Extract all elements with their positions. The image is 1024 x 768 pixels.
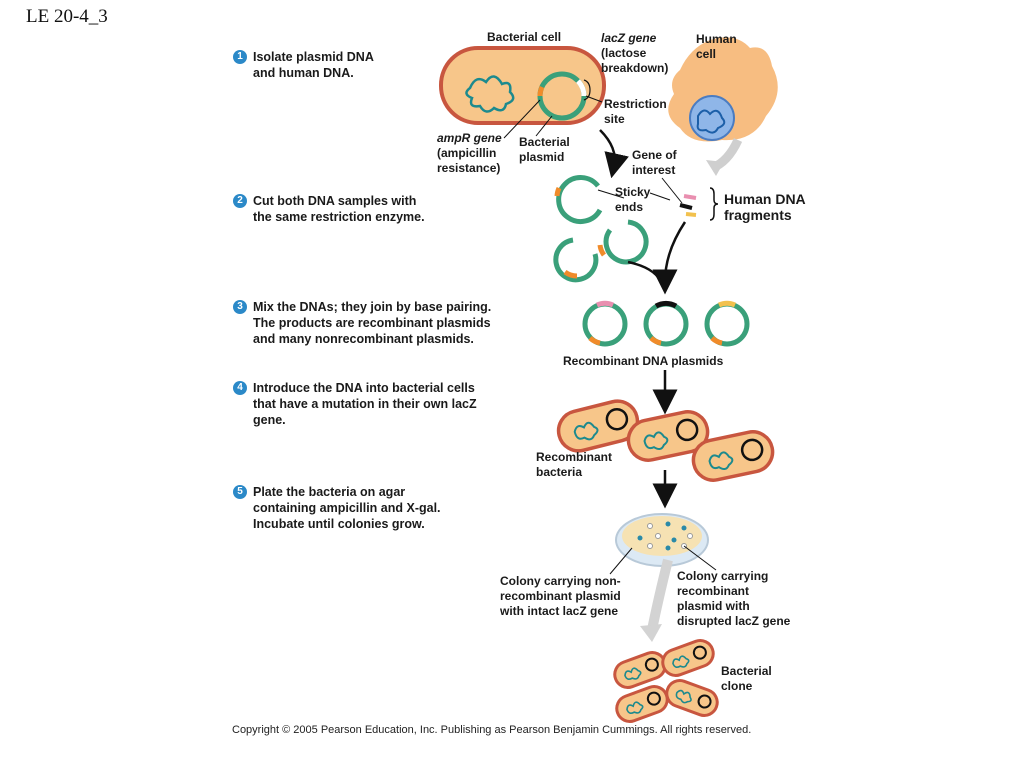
step-5: 5 Plate the bacteria on agar containing … <box>233 484 441 532</box>
label-line: plasmid <box>519 150 565 164</box>
label-line: resistance) <box>437 161 501 175</box>
label-line: Bacterial <box>721 664 772 678</box>
label-bacterial-plasmid: Bacterial plasmid <box>519 135 570 165</box>
bacterial-cell <box>439 46 606 125</box>
step-line: The products are recombinant plasmids <box>253 316 491 330</box>
nucleus <box>689 95 735 141</box>
human-dna-fragments <box>679 187 719 221</box>
step-line: Incubate until colonies grow. <box>253 517 425 531</box>
brace <box>709 187 719 221</box>
step-badge: 1 <box>233 50 247 64</box>
label-line: breakdown) <box>601 61 669 75</box>
label-line: disrupted lacZ gene <box>677 614 791 628</box>
label-line: recombinant plasmid <box>500 589 621 603</box>
step-4: 4 Introduce the DNA into bacterial cells… <box>233 380 477 428</box>
label-line: Restriction <box>604 97 667 111</box>
label-line: (lactose <box>601 46 647 60</box>
label-lacz-gene: lacZ gene (lactose breakdown) <box>601 31 668 76</box>
step-line: Introduce the DNA into bacterial cells <box>253 381 475 395</box>
step-line: Plate the bacteria on agar <box>253 485 406 499</box>
bacterial-chromosome <box>465 75 515 113</box>
step-line: and many nonrecombinant plasmids. <box>253 332 474 346</box>
label-line: lacZ gene <box>601 31 657 45</box>
label-line: Gene of <box>632 148 677 162</box>
cut-plasmids <box>553 175 649 283</box>
recombinant-bacteria <box>556 399 775 482</box>
label-line: Colony carrying <box>677 569 769 583</box>
step-badge: 3 <box>233 300 247 314</box>
step-line: Mix the DNAs; they join by base pairing. <box>253 300 492 314</box>
label-line: clone <box>721 679 753 693</box>
step-badge: 5 <box>233 485 247 499</box>
label-line: Colony carrying non- <box>500 574 621 588</box>
step-2: 2 Cut both DNA samples with the same res… <box>233 193 425 225</box>
ampr-segment <box>537 85 545 97</box>
cut-arrow <box>599 129 629 179</box>
colony-pointer <box>609 547 633 575</box>
join-arrow <box>652 221 687 295</box>
lacz-segment <box>576 79 587 97</box>
step-badge: 2 <box>233 194 247 208</box>
label-sticky-ends: Sticky ends <box>615 185 650 215</box>
gene-of-interest-pointer <box>661 177 683 204</box>
label-line: Human <box>696 32 737 46</box>
label-line: Human DNA <box>724 191 806 207</box>
step-badge: 4 <box>233 381 247 395</box>
label-gene-of-interest: Gene of interest <box>632 148 677 178</box>
copyright-notice: Copyright © 2005 Pearson Education, Inc.… <box>232 724 752 736</box>
petri-dish <box>615 513 709 567</box>
label-colony-recombinant: Colony carrying recombinant plasmid with… <box>677 569 790 629</box>
bacterial-clone <box>613 639 719 723</box>
join-arrow <box>627 260 664 285</box>
sticky-ends-pointer <box>649 192 671 201</box>
label-line: ampR gene <box>437 131 502 145</box>
label-line: cell <box>696 47 717 61</box>
label-line: Sticky <box>615 185 651 199</box>
label-recombinant-bacteria: Recombinant bacteria <box>536 450 612 480</box>
recombinant-plasmids <box>582 300 750 347</box>
step-line: Cut both DNA samples with <box>253 194 417 208</box>
step-line: Isolate plasmid DNA <box>253 50 374 64</box>
step-line: containing ampicillin and X-gal. <box>253 501 441 515</box>
label-line: fragments <box>724 207 792 223</box>
ampr-pointer <box>503 99 541 139</box>
label-line: recombinant <box>677 584 750 598</box>
label-bacterial-cell: Bacterial cell <box>487 30 562 44</box>
label-ampr-gene: ampR gene (ampicillin resistance) <box>437 131 502 176</box>
label-colony-nonrecombinant: Colony carrying non- recombinant plasmid… <box>500 574 621 619</box>
clone-arrow <box>647 558 673 631</box>
label-line: Bacterial <box>519 135 570 149</box>
step-line: gene. <box>253 413 286 427</box>
plasmid-pointer <box>535 115 553 137</box>
step-3: 3 Mix the DNAs; they join by base pairin… <box>233 299 491 347</box>
label-restriction-site: Restriction site <box>604 97 667 127</box>
label-human-cell: Human cell <box>696 32 737 62</box>
label-line: bacteria <box>536 465 583 479</box>
lacz-bracket <box>583 79 591 101</box>
sticky-ends-pointer <box>597 189 625 199</box>
human-dna-icon <box>696 109 726 134</box>
label-line: (ampicillin <box>437 146 497 160</box>
label-line: interest <box>632 163 676 177</box>
label-human-dna-fragments: Human DNA fragments <box>724 191 806 223</box>
step-line: and human DNA. <box>253 66 354 80</box>
label-line: Recombinant <box>536 450 613 464</box>
label-line: plasmid with <box>677 599 750 613</box>
label-line: site <box>604 112 625 126</box>
step-line: the same restriction enzyme. <box>253 210 425 224</box>
label-bacterial-clone: Bacterial clone <box>721 664 772 694</box>
step-line: that have a mutation in their own lacZ <box>253 397 477 411</box>
label-line: with intact lacZ gene <box>500 604 619 618</box>
step-1: 1 Isolate plasmid DNA and human DNA. <box>233 49 374 81</box>
human-cell <box>668 37 778 142</box>
label-line: ends <box>615 200 644 214</box>
colony-pointer <box>683 545 717 571</box>
label-recombinant-dna-plasmids: Recombinant DNA plasmids <box>563 354 724 368</box>
slide-title: LE 20-4_3 <box>26 6 108 27</box>
